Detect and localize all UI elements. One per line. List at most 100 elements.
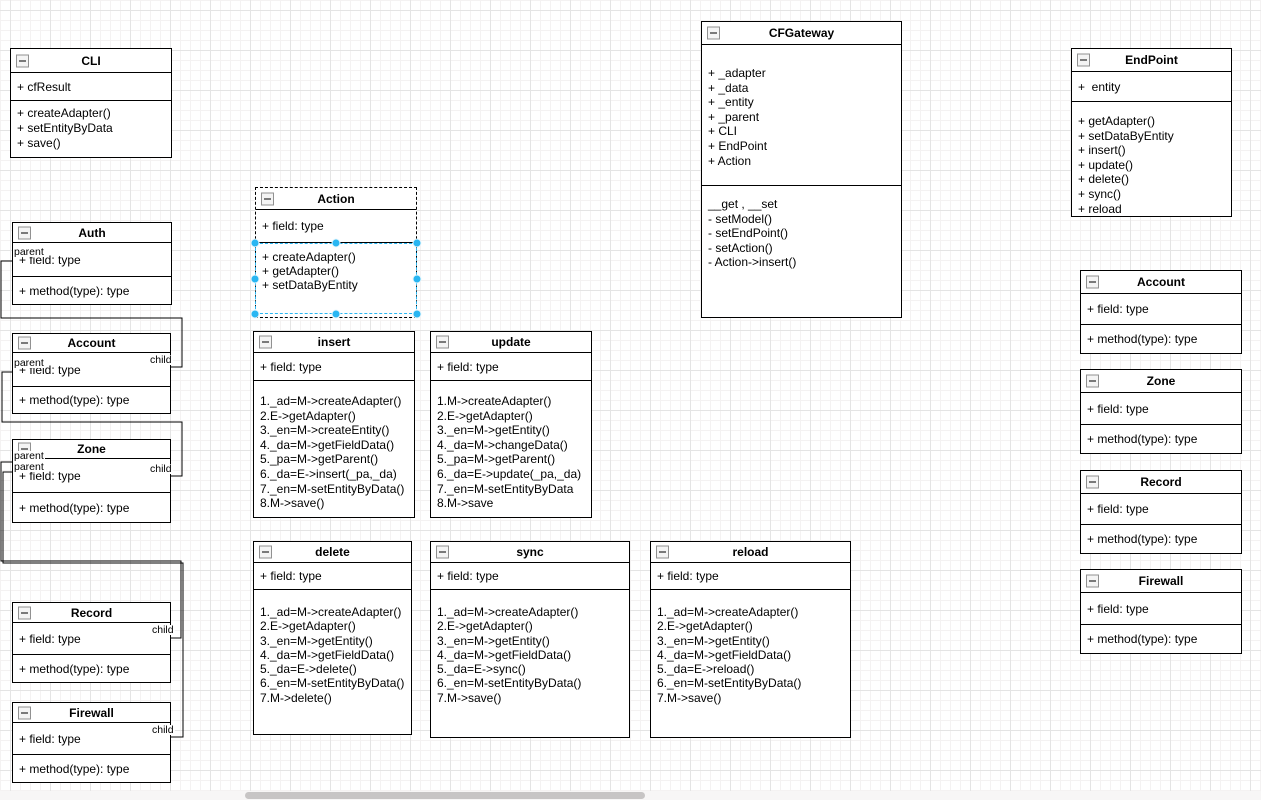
connector-edge-account-child-to-auth-parent[interactable]	[0, 260, 183, 368]
methods-compartment[interactable]: + method(type): type	[13, 493, 170, 522]
selection-handle[interactable]	[250, 309, 260, 319]
edge-label[interactable]: child	[149, 463, 173, 475]
collapse-icon[interactable]	[18, 706, 31, 719]
class-box-account-right[interactable]: Account+ field: type+ method(type): type	[1080, 270, 1242, 354]
selection-handle[interactable]	[412, 238, 422, 248]
fields-compartment[interactable]: + field: type	[254, 353, 414, 381]
collapse-icon[interactable]	[1086, 574, 1099, 588]
fields-compartment[interactable]: + _adapter+ _data+ _entity+ _parent+ CLI…	[702, 45, 901, 186]
methods-compartment[interactable]: + method(type): type	[1081, 425, 1241, 453]
methods-compartment[interactable]: 1.M->createAdapter()2.E->getAdapter()3._…	[431, 381, 591, 517]
class-method: 3._en=M->getEntity()	[260, 633, 373, 648]
selection-handle[interactable]	[331, 238, 341, 248]
methods-compartment[interactable]: + method(type): type	[1081, 325, 1241, 353]
edge-label[interactable]: child	[151, 724, 175, 736]
methods-compartment[interactable]: 1._ad=M->createAdapter()2.E->getAdapter(…	[431, 590, 629, 737]
fields-compartment[interactable]: + field: type	[651, 563, 850, 590]
collapse-icon[interactable]	[436, 335, 449, 349]
class-box-record-right[interactable]: Record+ field: type+ method(type): type	[1080, 470, 1242, 554]
edge-label[interactable]: parent	[13, 357, 45, 369]
horizontal-scrollbar-track[interactable]	[0, 791, 1261, 800]
collapse-icon[interactable]	[1086, 475, 1099, 489]
class-method: 6._en=M-setEntityByData()	[657, 676, 802, 691]
connector-edge-record-child-to-zone-parent[interactable]	[0, 461, 182, 639]
fields-compartment[interactable]: + cfResult	[11, 73, 171, 101]
methods-compartment[interactable]: 1._ad=M->createAdapter()2.E->getAdapter(…	[651, 590, 850, 737]
fields-compartment[interactable]: + field: type	[1081, 294, 1241, 325]
collapse-icon[interactable]	[261, 192, 274, 205]
collapse-icon[interactable]	[656, 545, 669, 559]
fields-compartment[interactable]: + field: type	[13, 723, 170, 755]
class-box-account-left[interactable]: Account+ field: type+ method(type): type	[12, 333, 171, 414]
methods-compartment[interactable]: + method(type): type	[1081, 625, 1241, 653]
collapse-icon[interactable]	[1086, 275, 1099, 289]
collapse-icon[interactable]	[16, 54, 29, 67]
class-box-auth[interactable]: Auth+ field: type+ method(type): type	[12, 222, 172, 305]
fields-compartment[interactable]: + field: type	[13, 623, 170, 655]
edge-label[interactable]: parent	[13, 450, 45, 462]
fields-compartment[interactable]: + field: type	[13, 459, 170, 493]
collapse-icon[interactable]	[18, 226, 31, 239]
selection-handle[interactable]	[250, 274, 260, 283]
class-box-firewall-right[interactable]: Firewall+ field: type+ method(type): typ…	[1080, 569, 1242, 654]
collapse-icon[interactable]	[18, 606, 31, 619]
connector-edge-firewall-child-to-zone-parent[interactable]	[2, 471, 184, 738]
fields-compartment[interactable]: + field: type	[254, 563, 411, 590]
connector-edge-zone-child-to-account-parent[interactable]	[1, 371, 183, 477]
class-box-record-left[interactable]: Record+ field: type+ method(type): type	[12, 602, 171, 683]
class-method: 1.M->createAdapter()	[437, 394, 552, 408]
fields-compartment[interactable]: + field: type	[431, 353, 591, 381]
collapse-icon[interactable]	[18, 336, 31, 350]
class-method: 2.E->getAdapter()	[657, 619, 753, 634]
selection-handle[interactable]	[331, 309, 341, 319]
edge-label[interactable]: child	[151, 624, 175, 636]
horizontal-scrollbar-thumb[interactable]	[245, 792, 645, 799]
class-method: 4._da=M->getFieldData()	[260, 437, 395, 452]
methods-compartment[interactable]: 1._ad=M->createAdapter()2.E->getAdapter(…	[254, 590, 411, 734]
methods-compartment[interactable]: + method(type): type	[1081, 525, 1241, 553]
methods-compartment[interactable]: 1._ad=M->createAdapter()2.E->getAdapter(…	[254, 381, 414, 517]
methods-compartment[interactable]: + getAdapter()+ setDataByEntity+ insert(…	[1072, 102, 1231, 216]
collapse-icon[interactable]	[1077, 53, 1090, 67]
edge-label[interactable]: child	[149, 354, 173, 366]
edge-label[interactable]: parent	[13, 461, 45, 473]
class-box-cfgateway[interactable]: CFGateway+ _adapter+ _data+ _entity+ _pa…	[701, 21, 902, 318]
methods-compartment[interactable]: __get , __set- setModel()- setEndPoint()…	[702, 186, 901, 317]
selection-handle[interactable]	[412, 309, 422, 319]
class-box-cli[interactable]: CLI+ cfResult+ createAdapter()+ setEntit…	[10, 48, 172, 158]
methods-compartment[interactable]: + createAdapter()+ setEntityByData+ save…	[11, 101, 171, 157]
methods-compartment[interactable]: + method(type): type	[13, 655, 170, 682]
class-method: - setModel()	[708, 211, 773, 226]
collapse-icon[interactable]	[259, 545, 272, 559]
fields-compartment[interactable]: + field: type	[1081, 593, 1241, 625]
fields-compartment[interactable]: + entity	[1072, 72, 1231, 102]
collapse-icon[interactable]	[259, 335, 272, 349]
selection-handle[interactable]	[250, 238, 260, 248]
collapse-icon[interactable]	[1086, 374, 1099, 388]
class-title-bar: update	[431, 332, 591, 353]
methods-compartment[interactable]: + method(type): type	[13, 755, 170, 782]
methods-compartment[interactable]: + createAdapter()+ getAdapter()+ setData…	[256, 243, 416, 317]
class-box-endpoint[interactable]: EndPoint+ entity+ getAdapter()+ setDataB…	[1071, 48, 1232, 217]
class-field: + entity	[1078, 79, 1121, 94]
methods-compartment[interactable]: + method(type): type	[13, 387, 170, 413]
collapse-icon[interactable]	[707, 26, 720, 40]
edge-label[interactable]: parent	[13, 246, 45, 258]
fields-compartment[interactable]: + field: type	[431, 563, 629, 590]
collapse-icon[interactable]	[436, 545, 449, 559]
fields-compartment[interactable]: + field: type	[1081, 393, 1241, 425]
fields-compartment[interactable]: + field: type	[1081, 494, 1241, 525]
class-box-action[interactable]: Action+ field: type+ createAdapter()+ ge…	[255, 187, 417, 318]
class-box-firewall-left[interactable]: Firewall+ field: type+ method(type): typ…	[12, 702, 171, 783]
selection-handle[interactable]	[412, 274, 422, 283]
class-method: + method(type): type	[1087, 532, 1198, 546]
methods-compartment[interactable]: + method(type): type	[13, 277, 171, 304]
class-field: + CLI	[708, 124, 738, 139]
class-box-zone-right[interactable]: Zone+ field: type+ method(type): type	[1080, 369, 1242, 454]
